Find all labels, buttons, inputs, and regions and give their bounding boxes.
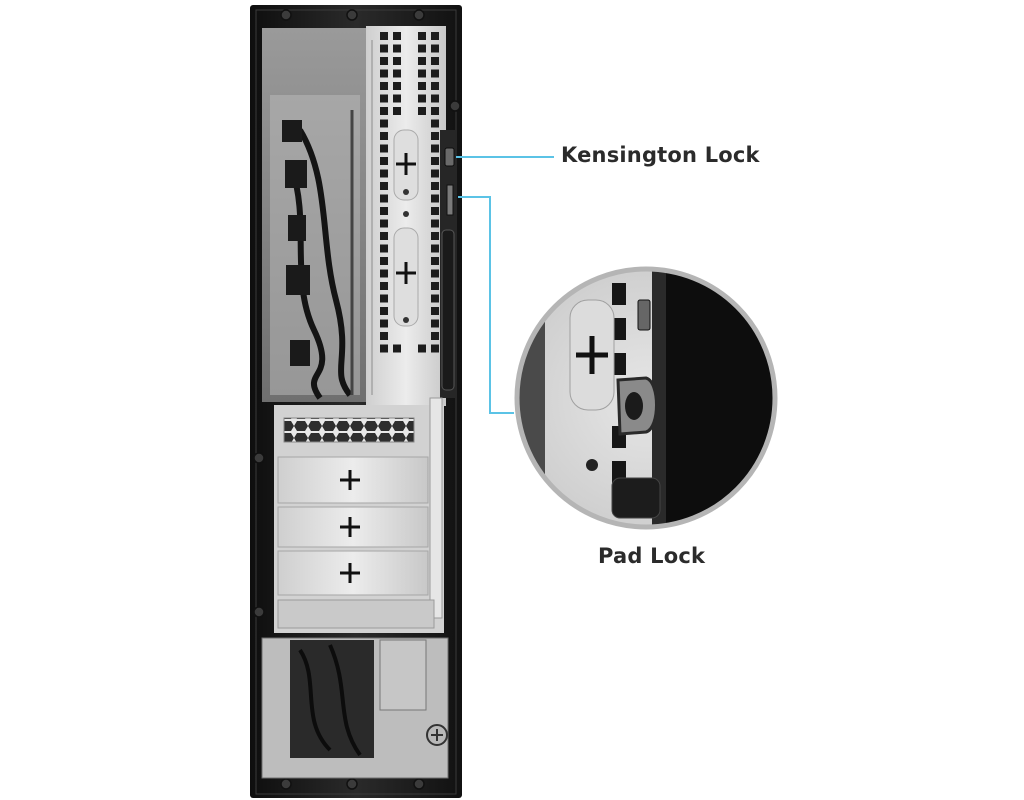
slot-cover (277, 550, 429, 596)
vent-hole (431, 307, 439, 315)
vent-hole (431, 107, 439, 115)
vent-hole (431, 244, 439, 253)
vent-hole (431, 44, 439, 53)
vent-hole (380, 107, 388, 115)
vent-hole (393, 32, 401, 40)
internal-cables (289, 128, 353, 400)
vent-hole (380, 294, 388, 303)
vent-hole (380, 144, 388, 153)
vent-hole (431, 119, 439, 128)
vent-hole (380, 119, 388, 128)
vent-hole (431, 69, 439, 78)
vent-hole (393, 344, 401, 353)
vent-hole (431, 207, 439, 215)
vent-hole (431, 82, 439, 90)
vent-hole (431, 219, 439, 228)
vent-hole (380, 82, 388, 90)
vent-hole (380, 207, 388, 215)
padlock-callout-line (458, 196, 514, 414)
vent-hole (393, 69, 401, 78)
vent-hole (418, 107, 426, 115)
vent-hole (431, 144, 439, 153)
vent-grid (380, 32, 439, 353)
slot-cover (277, 506, 429, 548)
vent-hole (431, 132, 439, 140)
vent-hole (418, 57, 426, 65)
vent-hole (380, 169, 388, 178)
vent-hole (431, 32, 439, 40)
vent-hole (380, 319, 388, 328)
vent-hole (431, 294, 439, 303)
padlock-zoom-detail (514, 266, 778, 530)
vent-hole (431, 282, 439, 290)
vent-hole (431, 169, 439, 178)
vent-hole (380, 307, 388, 315)
vent-hole (380, 157, 388, 165)
vent-hole (380, 32, 388, 40)
vent-hole (431, 332, 439, 340)
mesh-vent (283, 417, 415, 443)
vent-hole (380, 57, 388, 65)
vent-hole (380, 257, 388, 265)
plus-mark-icon (393, 129, 419, 327)
vent-hole (393, 82, 401, 90)
vent-hole (431, 257, 439, 265)
vent-hole (418, 344, 426, 353)
vent-hole (431, 232, 439, 240)
vent-hole (380, 194, 388, 203)
vent-hole (431, 182, 439, 190)
vent-hole (431, 57, 439, 65)
vent-hole (380, 332, 388, 340)
vent-hole (431, 269, 439, 278)
vent-hole (393, 44, 401, 53)
vent-hole (380, 132, 388, 140)
screw-icon (253, 9, 461, 790)
pad-lock-label: Pad Lock (598, 544, 706, 568)
vent-hole (393, 57, 401, 65)
vent-hole (380, 282, 388, 290)
vent-hole (380, 244, 388, 253)
vent-hole (380, 94, 388, 103)
vent-hole (431, 319, 439, 328)
vent-hole (393, 107, 401, 115)
vent-hole (431, 194, 439, 203)
vent-hole (418, 69, 426, 78)
vent-hole (418, 32, 426, 40)
vent-hole (380, 232, 388, 240)
vent-hole (418, 44, 426, 53)
vent-hole (380, 182, 388, 190)
vent-hole (380, 69, 388, 78)
chassis (250, 5, 462, 798)
vent-hole (380, 219, 388, 228)
slot-cover (277, 456, 429, 504)
vent-hole (380, 44, 388, 53)
callout-lines (456, 156, 554, 414)
kensington-lock-label: Kensington Lock (561, 143, 760, 167)
kensington-slot-icon (444, 147, 455, 167)
vent-hole (431, 157, 439, 165)
vent-hole (418, 94, 426, 103)
vent-hole (431, 344, 439, 353)
vent-hole (393, 94, 401, 103)
vent-hole (431, 94, 439, 103)
vent-hole (380, 269, 388, 278)
connectors (282, 120, 310, 366)
padlock-loop-icon (446, 184, 454, 216)
vent-hole (418, 82, 426, 90)
vent-hole (380, 344, 388, 353)
